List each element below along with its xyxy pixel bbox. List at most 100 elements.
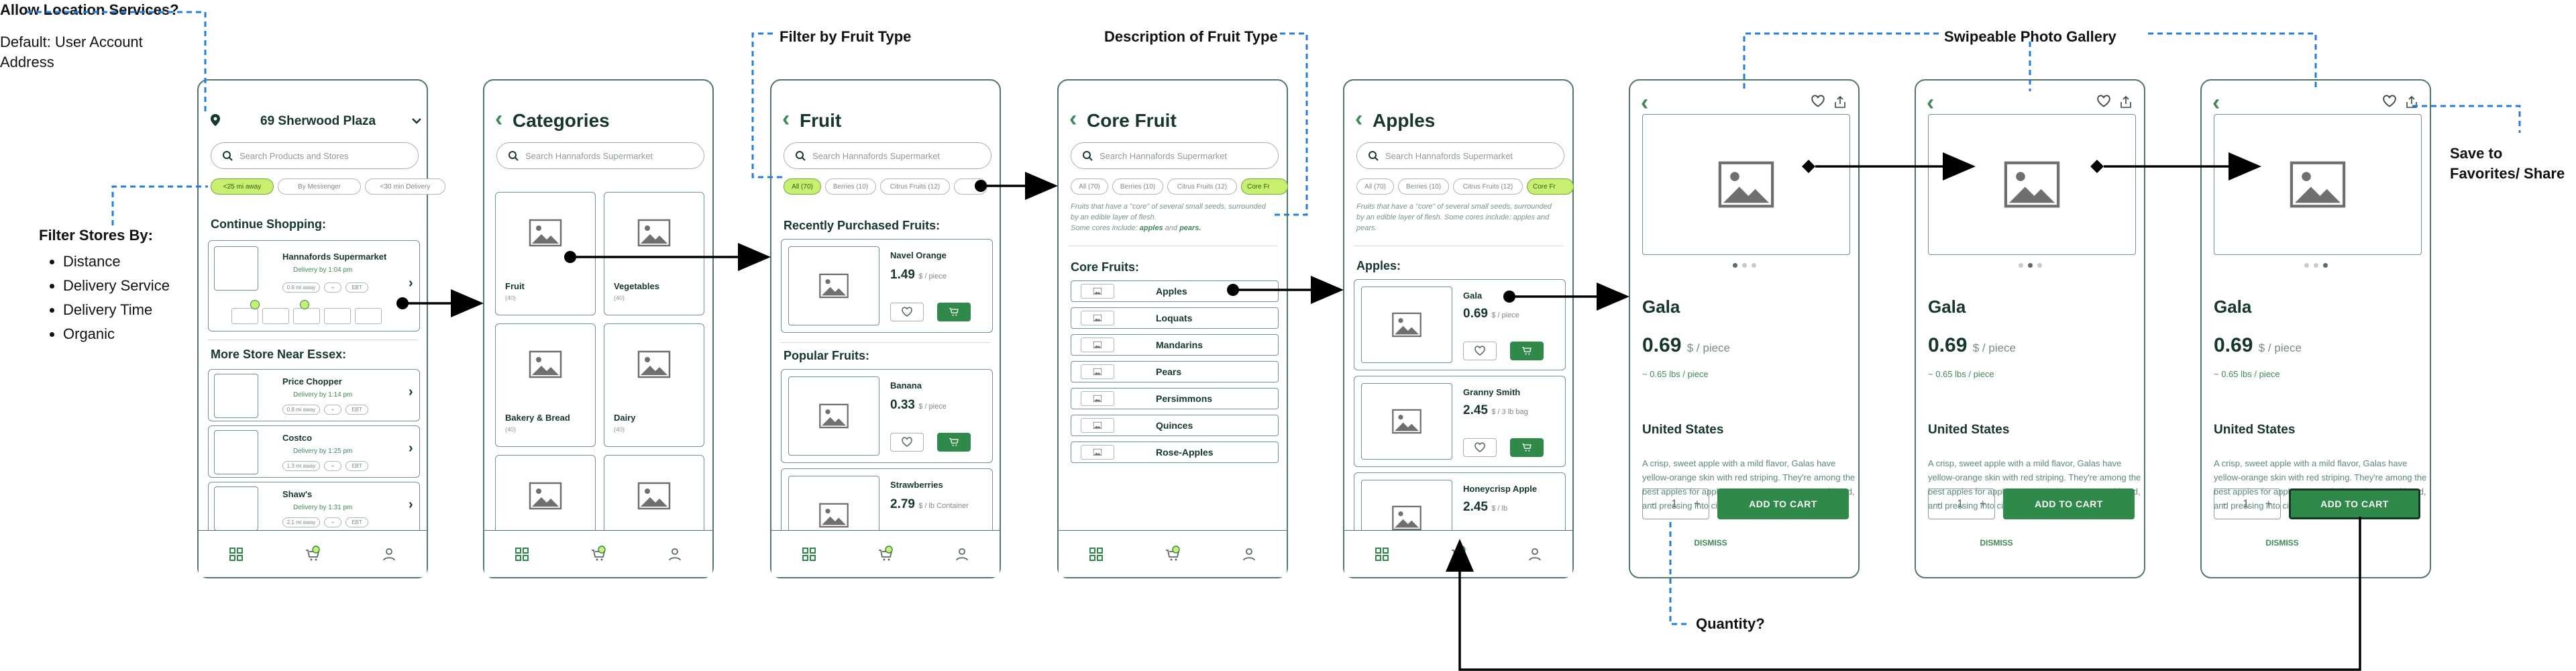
back-arrow-icon[interactable]: ‹ bbox=[782, 106, 790, 132]
continue-store-card[interactable]: Hannafords Supermarket Delivery by 1:04 … bbox=[208, 240, 420, 331]
filter-chip-citrus[interactable]: Citrus Fruits (12) bbox=[880, 178, 950, 195]
profile-icon[interactable] bbox=[955, 548, 969, 561]
favorite-button[interactable] bbox=[1463, 342, 1497, 360]
location-selector[interactable]: 69 Sherwood Plaza bbox=[260, 114, 376, 128]
add-to-cart-button[interactable]: ADD TO CART bbox=[2003, 488, 2135, 519]
chevron-down-icon[interactable] bbox=[412, 118, 421, 125]
core-fruit-row[interactable]: Loquats bbox=[1071, 307, 1279, 329]
chevron-right-icon[interactable]: › bbox=[409, 276, 413, 291]
heart-icon[interactable] bbox=[2383, 95, 2396, 107]
recent-item-slot[interactable] bbox=[293, 308, 320, 324]
dismiss-button[interactable]: DISMISS bbox=[1980, 538, 2013, 548]
home-grid-icon[interactable] bbox=[515, 547, 529, 561]
filter-chip-all[interactable]: All (70) bbox=[784, 178, 821, 195]
store-card[interactable]: Costco Delivery by 1:25 pm 1.3 mi away ⌁… bbox=[208, 425, 420, 478]
category-card-vegetables[interactable]: Vegetables (40) bbox=[604, 192, 704, 315]
home-grid-icon[interactable] bbox=[1375, 547, 1389, 561]
recent-item-slot[interactable] bbox=[355, 308, 382, 324]
product-card[interactable]: Granny Smith 2.45 $ / 3 lb bag bbox=[1354, 376, 1566, 467]
filter-chip-core[interactable]: Core Fr bbox=[1527, 178, 1574, 195]
chevron-right-icon[interactable]: › bbox=[409, 384, 413, 399]
heart-icon[interactable] bbox=[2097, 95, 2110, 107]
profile-icon[interactable] bbox=[1242, 548, 1256, 561]
filter-chip-berries[interactable]: Berries (10) bbox=[1112, 178, 1163, 195]
category-card[interactable] bbox=[495, 455, 596, 542]
decrement-button[interactable]: - bbox=[2222, 497, 2226, 510]
add-to-cart-button[interactable] bbox=[937, 303, 971, 321]
cart-icon[interactable] bbox=[1450, 545, 1466, 562]
increment-button[interactable]: + bbox=[1979, 497, 1986, 510]
filter-chip-all[interactable]: All (70) bbox=[1071, 178, 1108, 195]
back-arrow-icon[interactable]: ‹ bbox=[1641, 90, 1649, 115]
filter-chip-citrus[interactable]: Citrus Fruits (12) bbox=[1167, 178, 1237, 195]
core-fruit-row[interactable]: Quinces bbox=[1071, 415, 1279, 436]
favorite-button[interactable] bbox=[890, 303, 924, 321]
filter-chip-messenger[interactable]: By Messenger bbox=[278, 178, 361, 195]
core-fruit-row[interactable]: Persimmons bbox=[1071, 388, 1279, 409]
dismiss-button[interactable]: DISMISS bbox=[1694, 538, 1727, 548]
profile-icon[interactable] bbox=[1528, 548, 1542, 561]
search-input[interactable]: Search Hannafords Supermarket bbox=[496, 142, 704, 169]
back-arrow-icon[interactable]: ‹ bbox=[1927, 90, 1935, 115]
filter-chip-all[interactable]: All (70) bbox=[1356, 178, 1394, 195]
pagination-dot[interactable] bbox=[2304, 263, 2309, 268]
category-card[interactable] bbox=[604, 455, 704, 542]
cart-icon[interactable] bbox=[877, 545, 894, 562]
store-card[interactable]: Shaw's Delivery by 1:31 pm 2.1 mi away ⌁… bbox=[208, 482, 420, 534]
category-card-bakery[interactable]: Bakery & Bread (40) bbox=[495, 323, 596, 447]
back-arrow-icon[interactable]: ‹ bbox=[495, 106, 503, 132]
photo-gallery[interactable] bbox=[2214, 114, 2422, 255]
add-to-cart-button[interactable] bbox=[1510, 438, 1544, 457]
pagination-dot[interactable] bbox=[1741, 263, 1747, 268]
dismiss-button[interactable]: DISMISS bbox=[2265, 538, 2299, 548]
product-card[interactable]: Gala 0.69 $ / piece bbox=[1354, 279, 1566, 370]
home-grid-icon[interactable] bbox=[1089, 547, 1103, 561]
product-card[interactable]: Navel Orange 1.49 $ / piece bbox=[781, 239, 993, 333]
favorite-button[interactable] bbox=[1463, 438, 1497, 457]
store-card[interactable]: Price Chopper Delivery by 1:14 pm 0.8 mi… bbox=[208, 369, 420, 421]
add-to-cart-button[interactable]: ADD TO CART bbox=[1717, 488, 1849, 519]
back-arrow-icon[interactable]: ‹ bbox=[1069, 106, 1077, 132]
search-input[interactable]: Search Products and Stores bbox=[211, 142, 419, 169]
core-fruit-row[interactable]: Rose-Apples bbox=[1071, 442, 1279, 463]
recent-item-slot[interactable] bbox=[231, 308, 258, 324]
photo-gallery[interactable] bbox=[1928, 114, 2136, 255]
category-card-dairy[interactable]: Dairy (40) bbox=[604, 323, 704, 447]
search-input[interactable]: Search Hannafords Supermarket bbox=[1071, 142, 1279, 169]
pagination-dot[interactable] bbox=[2313, 263, 2318, 268]
profile-icon[interactable] bbox=[668, 548, 682, 561]
heart-icon[interactable] bbox=[1811, 95, 1825, 107]
increment-button[interactable]: + bbox=[1693, 497, 1701, 510]
core-fruit-row[interactable]: Apples bbox=[1071, 280, 1279, 302]
profile-icon[interactable] bbox=[382, 548, 396, 561]
pagination-dot[interactable] bbox=[2322, 263, 2328, 268]
filter-chip-delivery-time[interactable]: <30 min Delivery bbox=[365, 178, 445, 195]
home-grid-icon[interactable] bbox=[802, 547, 816, 561]
filter-chip-berries[interactable]: Berries (10) bbox=[825, 178, 876, 195]
filter-chip-core[interactable]: Core Fr bbox=[1241, 178, 1288, 195]
pagination-dot[interactable] bbox=[1732, 263, 1737, 268]
search-input[interactable]: Search Hannafords Supermarket bbox=[784, 142, 991, 169]
pagination-dot[interactable] bbox=[2018, 263, 2023, 268]
pagination-dot[interactable] bbox=[2027, 263, 2033, 268]
filter-chip-more[interactable] bbox=[954, 178, 987, 195]
pagination-dot[interactable] bbox=[1751, 263, 1756, 268]
back-arrow-icon[interactable]: ‹ bbox=[2212, 90, 2220, 115]
pagination-dot[interactable] bbox=[2037, 263, 2042, 268]
favorite-button[interactable] bbox=[890, 433, 924, 452]
add-to-cart-button[interactable]: ADD TO CART bbox=[2289, 488, 2420, 519]
core-fruit-row[interactable]: Mandarins bbox=[1071, 334, 1279, 356]
category-card-fruit[interactable]: Fruit (40) bbox=[495, 192, 596, 315]
share-icon[interactable] bbox=[2406, 95, 2418, 109]
cart-icon[interactable] bbox=[305, 545, 321, 562]
chevron-right-icon[interactable]: › bbox=[409, 497, 413, 512]
back-arrow-icon[interactable]: ‹ bbox=[1355, 106, 1363, 132]
increment-button[interactable]: + bbox=[2265, 497, 2272, 510]
chevron-right-icon[interactable]: › bbox=[409, 441, 413, 456]
share-icon[interactable] bbox=[2120, 95, 2132, 109]
decrement-button[interactable]: - bbox=[1651, 497, 1655, 510]
search-input[interactable]: Search Hannafords Supermarket bbox=[1356, 142, 1564, 169]
add-to-cart-button[interactable] bbox=[1510, 342, 1544, 360]
photo-gallery[interactable] bbox=[1642, 114, 1850, 255]
product-card[interactable]: Banana 0.33 $ / piece bbox=[781, 369, 993, 463]
